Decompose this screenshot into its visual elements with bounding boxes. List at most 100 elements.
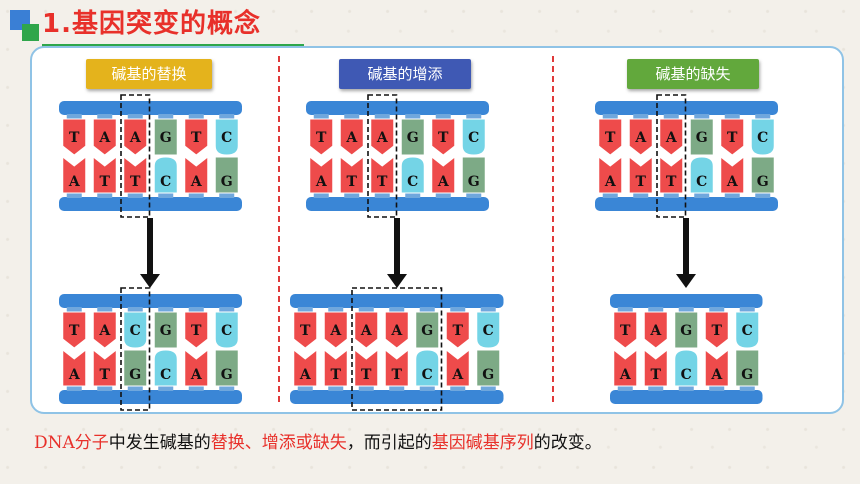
section-3-before-connector-top xyxy=(633,114,649,120)
section-2-after-base-bottom xyxy=(445,348,470,387)
section-1-before-base-top xyxy=(153,118,178,156)
section-1-before-bottom-backbone xyxy=(59,197,242,211)
section-2-before-base-bottom xyxy=(339,155,364,194)
section-2-before-base-top-label: G xyxy=(407,130,419,146)
section-2-before-highlight-box xyxy=(367,94,398,218)
section-2-before-base-top xyxy=(309,118,334,156)
section-1-before-base-bottom xyxy=(123,155,148,194)
section-3-before-base-bottom-label: G xyxy=(757,174,769,190)
section-2-before-connector-top xyxy=(313,114,329,120)
section-1-after-connector-bottom xyxy=(66,385,82,391)
section-1-before-connector-bottom xyxy=(158,192,174,198)
section-2-after-base-top xyxy=(293,311,318,349)
section-3-after-base-bottom xyxy=(735,349,760,387)
section-3-before-connector-bottom xyxy=(694,192,710,198)
section-3-before-connector-top xyxy=(694,114,710,120)
section-3-arrow xyxy=(676,218,696,288)
section-3-after-connector-bottom xyxy=(617,385,633,391)
section-1-after-base-top-label: C xyxy=(130,323,141,339)
section-2-before-base-top xyxy=(370,118,395,156)
section-1-before-base-top xyxy=(92,118,117,156)
section-1-arrow xyxy=(140,218,160,288)
section-3-after-base-top xyxy=(735,311,760,349)
section-2-after-connector-bottom xyxy=(358,385,374,391)
section-2-before-base-top-label: A xyxy=(345,130,358,146)
section-2-before-connector-bottom xyxy=(405,192,421,198)
section-2-after-base-bottom xyxy=(384,348,409,387)
section-2-after-base-bottom-label: T xyxy=(361,367,372,383)
section-2-after-base-bottom-label: T xyxy=(331,367,342,383)
section-2-after-connector-top xyxy=(389,307,405,313)
section-3-after-base-bottom xyxy=(643,348,668,387)
section-2-before-base-bottom xyxy=(431,155,456,194)
section-1-after-base-top xyxy=(153,311,178,349)
section-2-before-connector-bottom xyxy=(435,192,451,198)
section-1-after-connector-bottom xyxy=(127,385,143,391)
section-2-after-bottom-backbone xyxy=(290,390,504,404)
section-divider-2 xyxy=(552,56,554,402)
section-1-before-connector-bottom xyxy=(219,192,235,198)
section-1-before-connector-bottom xyxy=(188,192,204,198)
section-1-after-connector-bottom xyxy=(219,385,235,391)
section-2-after-connector-top xyxy=(480,307,496,313)
section-3-before-base-bottom xyxy=(750,156,775,194)
section-1-after-base-top xyxy=(123,311,148,349)
section-2-before-connector-top xyxy=(435,114,451,120)
section-1-before-connector-bottom xyxy=(127,192,143,198)
section-2-after-connector-top xyxy=(419,307,435,313)
section-3-after-base-top-label: T xyxy=(712,323,723,339)
section-3-after-base-top xyxy=(704,311,729,349)
section-3-before-base-bottom xyxy=(628,155,653,194)
section-3-after-connector-bottom xyxy=(709,385,725,391)
section-2-after-base-top-label: A xyxy=(329,323,342,339)
section-1-before-connector-top xyxy=(127,114,143,120)
section-2-before-base-bottom xyxy=(400,156,425,194)
section-3-before-connector-bottom xyxy=(724,192,740,198)
section-2-after-base-top xyxy=(476,311,501,349)
section-1-before-connector-bottom xyxy=(66,192,82,198)
section-1-after-base-bottom-label: A xyxy=(190,367,203,383)
section-2-before-base-top-label: T xyxy=(438,130,449,146)
title-underline xyxy=(42,44,304,47)
section-3-before-base-top-label: T xyxy=(727,130,738,146)
section-1-after-base-bottom-label: T xyxy=(100,367,111,383)
section-3-after-connector-bottom xyxy=(648,385,664,391)
section-2-before-connector-top xyxy=(344,114,360,120)
label-insertion: 碱基的增添 xyxy=(339,59,471,89)
section-2-before-bottom-backbone xyxy=(306,197,489,211)
section-3-before-top-backbone xyxy=(595,101,778,115)
statement-part4: ，而引起的 xyxy=(346,433,432,453)
section-2-after-base-top xyxy=(384,311,409,349)
section-1-before-highlight-box xyxy=(120,94,151,218)
section-2-after-base-top-label: C xyxy=(483,323,494,339)
section-3-after-connector-top xyxy=(739,307,755,313)
section-3-after-connector-bottom xyxy=(739,385,755,391)
label-substitution: 碱基的替换 xyxy=(86,59,212,89)
section-2-before-base-top-label: A xyxy=(376,130,389,146)
section-3-before-base-top xyxy=(659,118,684,156)
section-2-after-base-top-label: A xyxy=(390,323,403,339)
section-3-after-connector-top xyxy=(709,307,725,313)
section-1-before-connector-top xyxy=(188,114,204,120)
section-3-before-base-bottom-label: T xyxy=(666,174,677,190)
section-1-after-base-bottom-label: G xyxy=(221,367,233,383)
section-1-after-base-bottom xyxy=(184,348,209,387)
section-1-before-base-top-label: T xyxy=(69,130,80,146)
section-2-before-base-top xyxy=(461,118,486,156)
section-3-before-base-bottom-label: T xyxy=(636,174,647,190)
section-1-before-base-top-label: A xyxy=(98,130,111,146)
section-3-after-base-bottom xyxy=(704,348,729,387)
section-2-before-base-bottom-label: T xyxy=(377,174,388,190)
section-3-after-base-bottom xyxy=(613,348,638,387)
section-1-before-base-bottom xyxy=(184,155,209,194)
section-2-before-base-bottom xyxy=(461,156,486,194)
section-3-before-connector-top xyxy=(602,114,618,120)
section-1-before-base-bottom-label: T xyxy=(130,174,141,190)
section-2-after-top-backbone xyxy=(290,294,504,308)
section-3-before-base-top xyxy=(628,118,653,156)
section-2-after-highlight-box xyxy=(351,287,443,411)
section-2-before-base-bottom-label: G xyxy=(468,174,480,190)
section-1-before-base-top-label: C xyxy=(221,130,232,146)
